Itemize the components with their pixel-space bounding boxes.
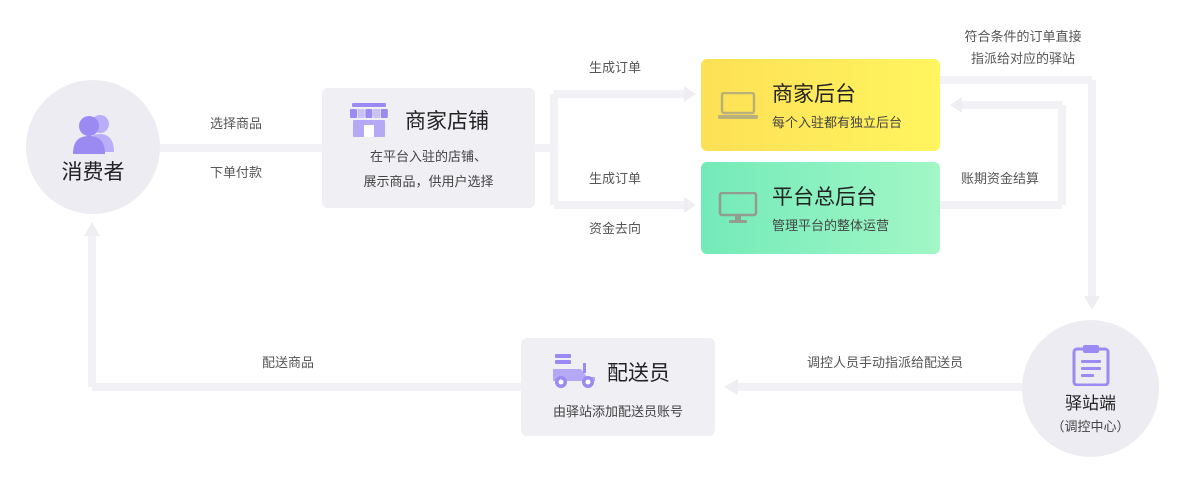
platform-backend-title: 平台总后台 [772, 185, 877, 209]
station-node[interactable]: 驿站端 （调控中心） [1022, 320, 1159, 457]
users-icon [69, 112, 117, 156]
arrow-to-merchant-backend [684, 86, 696, 102]
station-subtitle: （调控中心） [1051, 419, 1130, 435]
edge-label-direct-dispatch: 符合条件的订单直接 指派给对应的驿站 [951, 27, 1095, 71]
monitor-icon [718, 191, 758, 224]
edge-label-settlement: 账期资金结算 [961, 172, 1040, 187]
arrow-to-courier [724, 379, 738, 395]
merchant-backend-desc: 每个入驻都有独立后台 [772, 116, 903, 131]
edge-label-manual-assign: 调控人员手动指派给配送员 [807, 356, 964, 371]
courier-title: 配送员 [607, 361, 670, 385]
arrow-settlement-in [950, 97, 962, 113]
station-title: 驿站端 [1065, 393, 1116, 414]
consumer-node[interactable]: 消费者 [26, 80, 160, 214]
consumer-title: 消费者 [61, 159, 125, 184]
merchant-store-desc-line2: 展示商品，供用户选择 [363, 174, 494, 190]
edge-label-direct-dispatch-line1: 符合条件的订单直接 [964, 30, 1082, 45]
edge-label-select-goods: 选择商品 [210, 117, 263, 132]
merchant-backend-node[interactable]: 商家后台 每个入驻都有独立后台 [701, 59, 940, 151]
merchant-store-node[interactable]: 商家店铺 在平台入驻的店铺、 展示商品，供用户选择 [322, 88, 535, 208]
arrow-to-platform-backend [684, 197, 696, 213]
merchant-store-desc-line1: 在平台入驻的店铺、 [369, 150, 487, 165]
storefront-icon [350, 103, 388, 137]
courier-desc: 由驿站添加配送员账号 [552, 405, 683, 420]
arrow-to-consumer [84, 222, 100, 236]
laptop-icon [718, 91, 758, 120]
courier-node[interactable]: 配送员 由驿站添加配送员账号 [521, 338, 715, 436]
platform-backend-node[interactable]: 平台总后台 管理平台的整体运营 [701, 162, 940, 254]
edge-label-funds-flow: 资金去向 [589, 222, 642, 237]
edge-label-order-to-platform: 生成订单 [589, 172, 642, 187]
edge-label-order-to-merchant: 生成订单 [589, 61, 642, 76]
edge-label-direct-dispatch-line2: 指派给对应的驿站 [970, 52, 1075, 67]
scooter-icon [551, 353, 597, 389]
platform-backend-desc: 管理平台的整体运营 [772, 219, 890, 234]
arrow-to-station [1084, 296, 1100, 310]
merchant-store-title: 商家店铺 [405, 109, 489, 133]
merchant-backend-title: 商家后台 [772, 82, 856, 106]
edge-label-deliver-goods: 配送商品 [262, 356, 315, 371]
clipboard-icon [1072, 344, 1110, 386]
edge-label-pay-order: 下单付款 [210, 166, 263, 181]
